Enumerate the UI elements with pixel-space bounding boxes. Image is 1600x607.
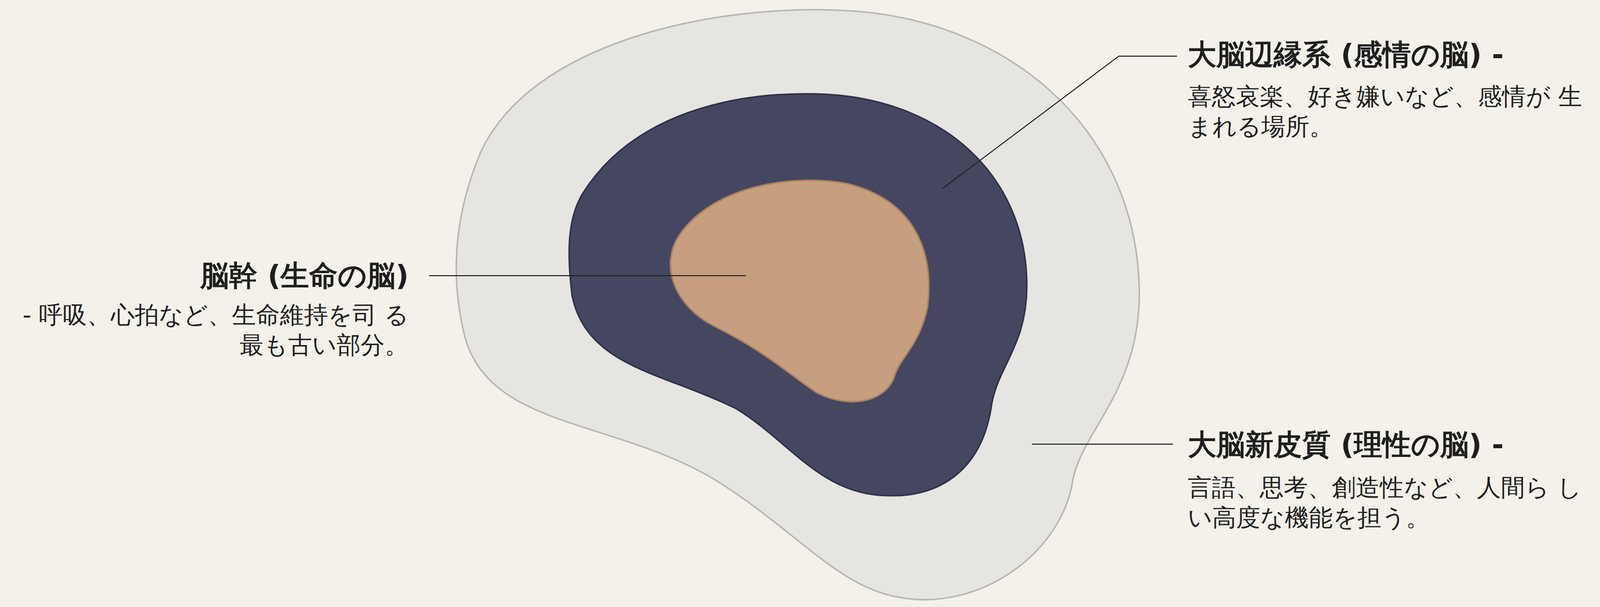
region-heading: 脳幹 (生命の脳) xyxy=(200,257,409,294)
region-heading: 大脳新皮質 (理性の脳) - xyxy=(1187,427,1504,463)
leader-line xyxy=(429,275,746,277)
region-description: 喜怒哀楽、好き嫌いなど、感情が 生まれる場所。 xyxy=(1187,81,1592,143)
brainstem-shape xyxy=(670,180,929,403)
leader-line xyxy=(1031,443,1173,445)
limbic-shape xyxy=(569,93,1027,497)
region-heading: 大脳辺縁系 (感情の脳) - xyxy=(1187,36,1504,73)
region-description: - 呼吸、心拍など、生命維持を司 る最も古い部分。 xyxy=(5,300,409,361)
leader-line xyxy=(942,56,1178,190)
region-description: 言語、思考、創造性など、人間ら しい高度な機能を担う。 xyxy=(1187,473,1592,534)
neocortex-shape xyxy=(456,9,1140,601)
